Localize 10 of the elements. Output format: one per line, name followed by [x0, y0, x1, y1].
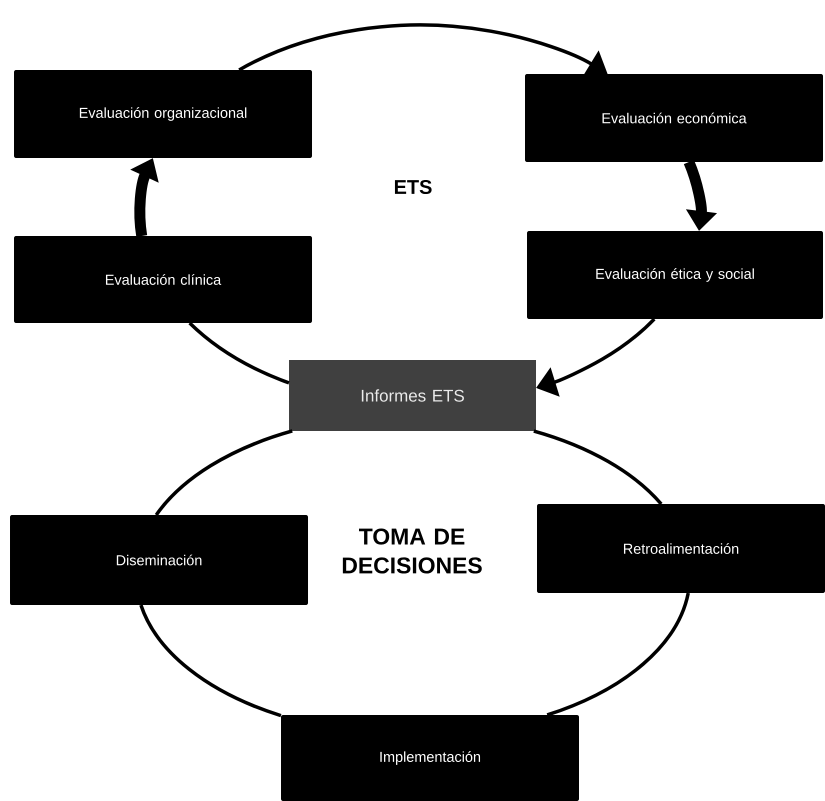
process-box: Evaluación clínica — [14, 236, 312, 323]
report-box: Informes ETS — [289, 360, 536, 431]
process-box: Evaluación económica — [525, 74, 823, 162]
process-box: Evaluación ética y social — [527, 231, 823, 319]
process-box: Retroalimentación — [537, 504, 825, 593]
cycle-label: ETS — [394, 180, 432, 194]
process-box: Diseminación — [10, 515, 308, 605]
process-box: Evaluación organizacional — [14, 70, 312, 158]
process-box: Implementación — [281, 715, 579, 801]
cycle-label: TOMA DE DECISIONES — [342, 528, 482, 574]
